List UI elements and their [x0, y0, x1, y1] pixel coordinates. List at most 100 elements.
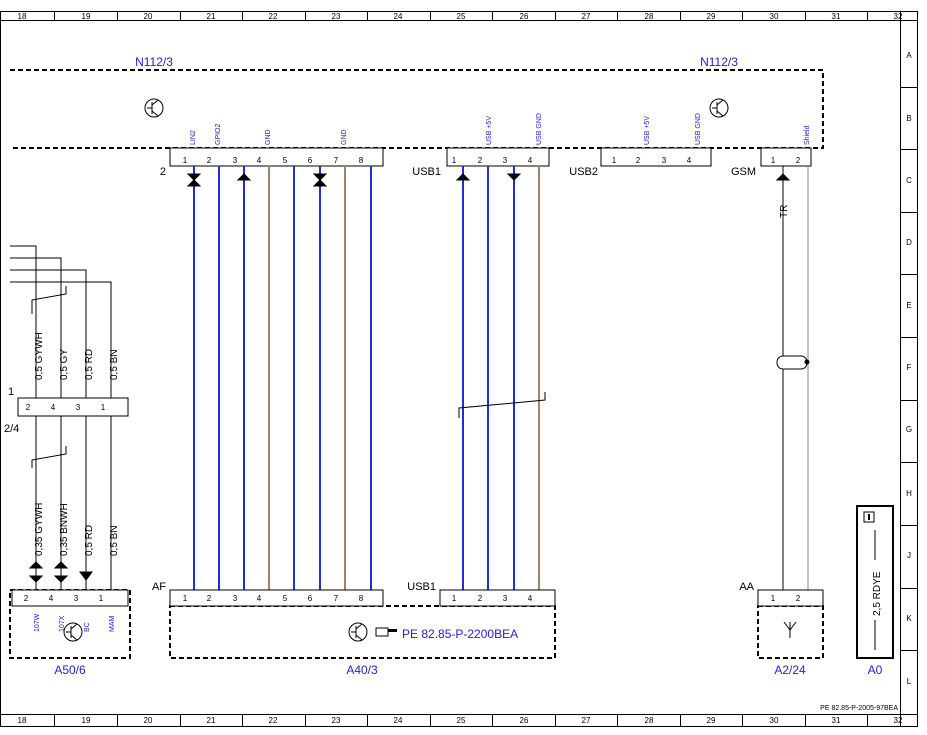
column-ruler-top: 18 19 20 21 22 23 24 25 26 27 28 29 30 3…	[18, 12, 903, 21]
row-ruler: A B C D E F G H J K L	[906, 51, 912, 686]
col-label: 21	[207, 12, 216, 21]
pin-numbers-top: 1 2 3 4 5 6 7 8 1 2 3 4 1 2 3 4 1 2	[183, 156, 801, 165]
pin-number: 3	[233, 156, 238, 165]
column-ruler-bottom: 18 19 20 21 22 23 24 25 26 27 28 29 30 3…	[18, 716, 903, 725]
connector-fragment-number: 1	[8, 386, 14, 398]
module-a50: 2 4 3 1 107W 107X BC MAM A50/6	[9, 589, 131, 677]
signal-label: USB GND	[536, 113, 543, 145]
pin-number: 2	[26, 403, 31, 412]
signal-label: 107X	[59, 615, 66, 632]
col-label: 20	[144, 716, 153, 725]
pointing-hand-icon[interactable]	[375, 627, 397, 637]
wire-code-a0: 2,5 RDYE	[872, 571, 883, 616]
left-harness-wires	[10, 245, 112, 590]
col-label: 23	[332, 716, 341, 725]
pin-number: 4	[528, 156, 533, 165]
connector-gsm-name: GSM	[731, 166, 756, 178]
signal-arrows	[186, 173, 791, 187]
module-n112: N112/3 N112/3	[10, 55, 824, 149]
left-wire-codes-upper: 0,5 GYWH 0,5 GY 0,5 RD 0,5 BN	[34, 332, 120, 380]
pin-number: 1	[771, 156, 776, 165]
signal-label: BC	[84, 622, 91, 632]
column-ruler-top-ticks	[54, 11, 868, 20]
row-label: C	[906, 176, 912, 185]
info-icon[interactable]	[863, 511, 875, 523]
row-label: D	[906, 238, 912, 247]
col-label: 25	[457, 12, 466, 21]
left-wire-codes-lower: 0,35 GYWH 0,35 BNWH 0,5 RD 0,5 BN	[34, 503, 120, 556]
pin-number: 1	[183, 594, 188, 603]
pin-number: 4	[257, 594, 262, 603]
pin-number: 1	[183, 156, 188, 165]
module-a40-label: A40/3	[346, 663, 378, 677]
wire-harness	[193, 166, 809, 598]
antenna-icon	[783, 621, 797, 638]
signal-label: Shield	[804, 125, 811, 145]
pin-number: 4	[49, 594, 54, 603]
col-label: 32	[894, 12, 903, 21]
pin-number: 6	[308, 156, 313, 165]
a40-reference-link[interactable]: PE 82.85-P-2200BEA	[402, 627, 518, 641]
pin-number: 1	[101, 403, 106, 412]
connector-c2-top	[169, 147, 384, 167]
row-label: J	[907, 551, 911, 560]
col-label: 31	[832, 716, 841, 725]
connector-usb1-bottom	[439, 589, 556, 607]
module-a50-label: A50/6	[54, 663, 86, 677]
pin-number: 2	[207, 156, 212, 165]
wire-code-tr: TR	[779, 205, 790, 218]
signal-label: USB +5V	[486, 116, 493, 145]
pin-number: 8	[359, 156, 364, 165]
pin-number: 1	[99, 594, 104, 603]
col-label: 28	[645, 716, 654, 725]
transistor-symbol-icon	[144, 98, 164, 118]
connector-fragment-name: 2/4	[4, 423, 19, 435]
pin-number: 2	[24, 594, 29, 603]
pin-number: 3	[503, 156, 508, 165]
wire-code: 0,5 GY	[59, 349, 70, 380]
signal-label: USB GND	[695, 113, 702, 145]
connector-usb1-top	[446, 147, 550, 167]
col-label: 29	[707, 716, 716, 725]
transistor-symbol-icon	[63, 622, 83, 642]
row-label: E	[906, 301, 911, 310]
col-label: 32	[894, 716, 903, 725]
col-label: 21	[207, 716, 216, 725]
signal-label: GND	[341, 129, 348, 145]
pin-number: 6	[308, 594, 313, 603]
col-label: 24	[394, 716, 403, 725]
connector-usb2-top	[600, 147, 712, 167]
connector-blocks-top	[169, 147, 812, 167]
col-label: 20	[144, 12, 153, 21]
col-label: 18	[18, 716, 27, 725]
row-label: A	[906, 51, 912, 60]
signal-label: GPIO2	[215, 123, 222, 145]
pin-number: 5	[283, 156, 288, 165]
connector-usb2-name: USB2	[569, 166, 598, 178]
pin-number: 3	[503, 594, 508, 603]
pin-number: 3	[233, 594, 238, 603]
connector-af	[169, 589, 384, 607]
col-label: 27	[582, 12, 591, 21]
connector-names-top: 2 USB1 USB2 GSM	[160, 166, 756, 178]
col-label: 30	[770, 716, 779, 725]
row-label: B	[906, 114, 911, 123]
row-label: K	[906, 614, 912, 623]
wire-code: 0,5 BN	[109, 349, 120, 380]
signal-label: 107W	[34, 613, 41, 632]
wire-code: 0,5 RD	[84, 525, 95, 556]
pin-number: 1	[771, 594, 776, 603]
module-a40: AF USB1 1 2 3 4 5 6 7 8 1 2 3 4 PE 82.85…	[152, 581, 556, 677]
wire-code: 0,35 BNWH	[59, 503, 70, 556]
connector-usb1-bottom-name: USB1	[407, 581, 436, 593]
col-label: 28	[645, 12, 654, 21]
col-label: 22	[269, 716, 278, 725]
signal-label: USB +5V	[644, 116, 651, 145]
col-label: 24	[394, 12, 403, 21]
col-label: 23	[332, 12, 341, 21]
module-a0: 2,5 RDYE A0	[856, 505, 894, 677]
row-ruler-ticks	[900, 87, 917, 651]
module-n112-label-right: N112/3	[700, 55, 738, 69]
left-signal-arrows	[28, 561, 93, 583]
